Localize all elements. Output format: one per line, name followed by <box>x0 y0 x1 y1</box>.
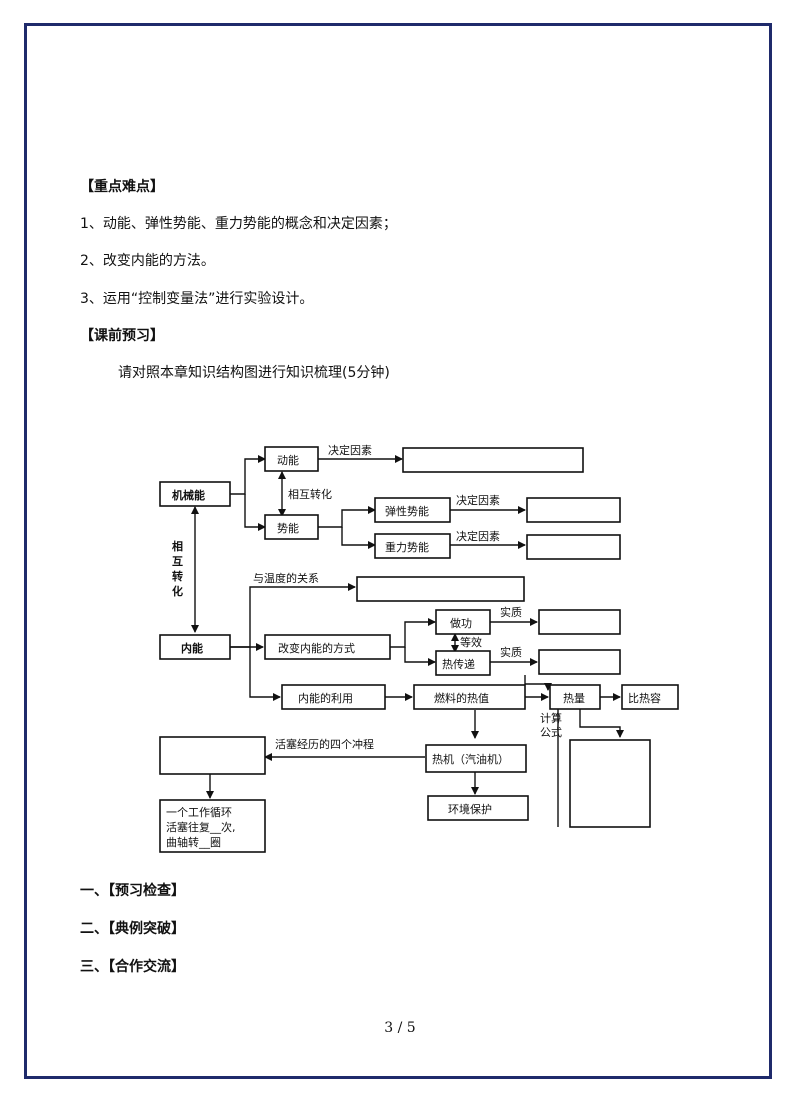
mutual-conversion-vertical-2: 互 <box>172 555 183 568</box>
calc-formula-label-2: 公式 <box>540 726 562 739</box>
mutual-conversion-vertical-1: 相 <box>172 539 183 553</box>
heat-box <box>549 684 601 710</box>
relation-temperature-label: 与温度的关系 <box>253 571 319 585</box>
fuel-heat-value-label: 燃料的热值 <box>434 691 489 705</box>
potential-energy-box <box>264 514 319 540</box>
work-essence-label: 实质 <box>500 605 522 619</box>
heat-label: 热量 <box>563 692 585 705</box>
mutual-conversion-label: 相互转化 <box>288 487 332 501</box>
kinetic-factors-answer-box <box>402 447 584 473</box>
heat-transfer-label: 热传递 <box>442 657 475 671</box>
environment-label: 环境保护 <box>448 802 492 816</box>
page-border <box>24 23 772 1079</box>
heat-transfer-essence-label: 实质 <box>500 645 522 659</box>
key-point-1: 1、动能、弹性势能、重力势能的概念和决定因素； <box>80 216 397 232</box>
work-label: 做功 <box>450 616 472 630</box>
use-of-internal-energy-box <box>281 684 386 710</box>
heat-engine-box <box>425 744 527 773</box>
internal-energy-label: 内能 <box>181 641 203 655</box>
use-of-internal-energy-label: 内能的利用 <box>298 691 353 705</box>
equivalent-label: 等效 <box>460 635 482 649</box>
work-cycle-line-2: 活塞往复__次, <box>166 820 236 834</box>
internal-energy-box <box>159 634 231 660</box>
mutual-conversion-vertical-4: 化 <box>172 584 183 598</box>
four-strokes-label: 活塞经历的四个冲程 <box>275 737 374 751</box>
gravitational-factors-label: 决定因素 <box>456 529 500 543</box>
four-strokes-answer-box <box>159 736 266 775</box>
work-box <box>435 609 491 635</box>
relation-temperature-answer-box <box>356 576 525 602</box>
connector-lines <box>191 455 624 827</box>
key-point-3: 3、运用“控制变量法”进行实验设计。 <box>80 291 314 307</box>
mutual-conversion-vertical-3: 转 <box>172 569 183 583</box>
check-title: 一、【预习检查】 <box>80 883 185 899</box>
potential-energy-label: 势能 <box>277 521 299 535</box>
specific-heat-box <box>621 684 679 710</box>
change-methods-label: 改变内能的方式 <box>278 641 355 655</box>
heat-engine-label: 热机（汽油机） <box>432 752 509 766</box>
elastic-factors-label: 决定因素 <box>456 493 500 507</box>
elastic-factors-answer-box <box>526 497 621 523</box>
key-point-2: 2、改变内能的方法。 <box>80 253 215 269</box>
work-cycle-box <box>159 799 266 853</box>
mechanical-energy-box <box>159 481 231 507</box>
environment-box <box>427 795 529 821</box>
knowledge-structure-diagram: 机械能 动能 决定因素 相互转化 势能 弹性势能 决定因素 重力势能 决定因素 … <box>159 443 679 853</box>
heat-transfer-essence-answer-box <box>538 649 621 675</box>
preview-title: 【课前预习】 <box>80 328 164 344</box>
fuel-heat-value-box <box>413 684 526 710</box>
change-methods-box <box>264 634 391 660</box>
gravitational-potential-label: 重力势能 <box>385 540 429 554</box>
kinetic-energy-label: 动能 <box>277 453 299 467</box>
work-cycle-line-1: 一个工作循环 <box>166 806 232 819</box>
calc-formula-answer-box <box>569 739 651 828</box>
specific-heat-label: 比热容 <box>628 691 661 705</box>
elastic-potential-box <box>374 497 451 523</box>
preview-instruction: 请对照本章知识结构图进行知识梳理(5分钟) <box>118 365 390 381</box>
gravitational-potential-box <box>374 533 451 559</box>
heat-transfer-box <box>435 650 491 676</box>
elastic-potential-label: 弹性势能 <box>385 504 429 518</box>
kinetic-factors-label: 决定因素 <box>328 443 372 457</box>
mechanical-energy-label: 机械能 <box>172 488 205 502</box>
key-points-title: 【重点难点】 <box>80 179 164 195</box>
work-cycle-line-3: 曲轴转__圈 <box>166 835 221 849</box>
gravitational-factors-answer-box <box>526 534 621 560</box>
work-essence-answer-box <box>538 609 621 635</box>
kinetic-energy-box <box>264 446 319 472</box>
example-title: 二、【典例突破】 <box>80 921 185 937</box>
page-number: 3 / 5 <box>384 1020 416 1036</box>
cooperation-title: 三、【合作交流】 <box>80 959 185 975</box>
calc-formula-label-1: 计算 <box>540 711 562 725</box>
